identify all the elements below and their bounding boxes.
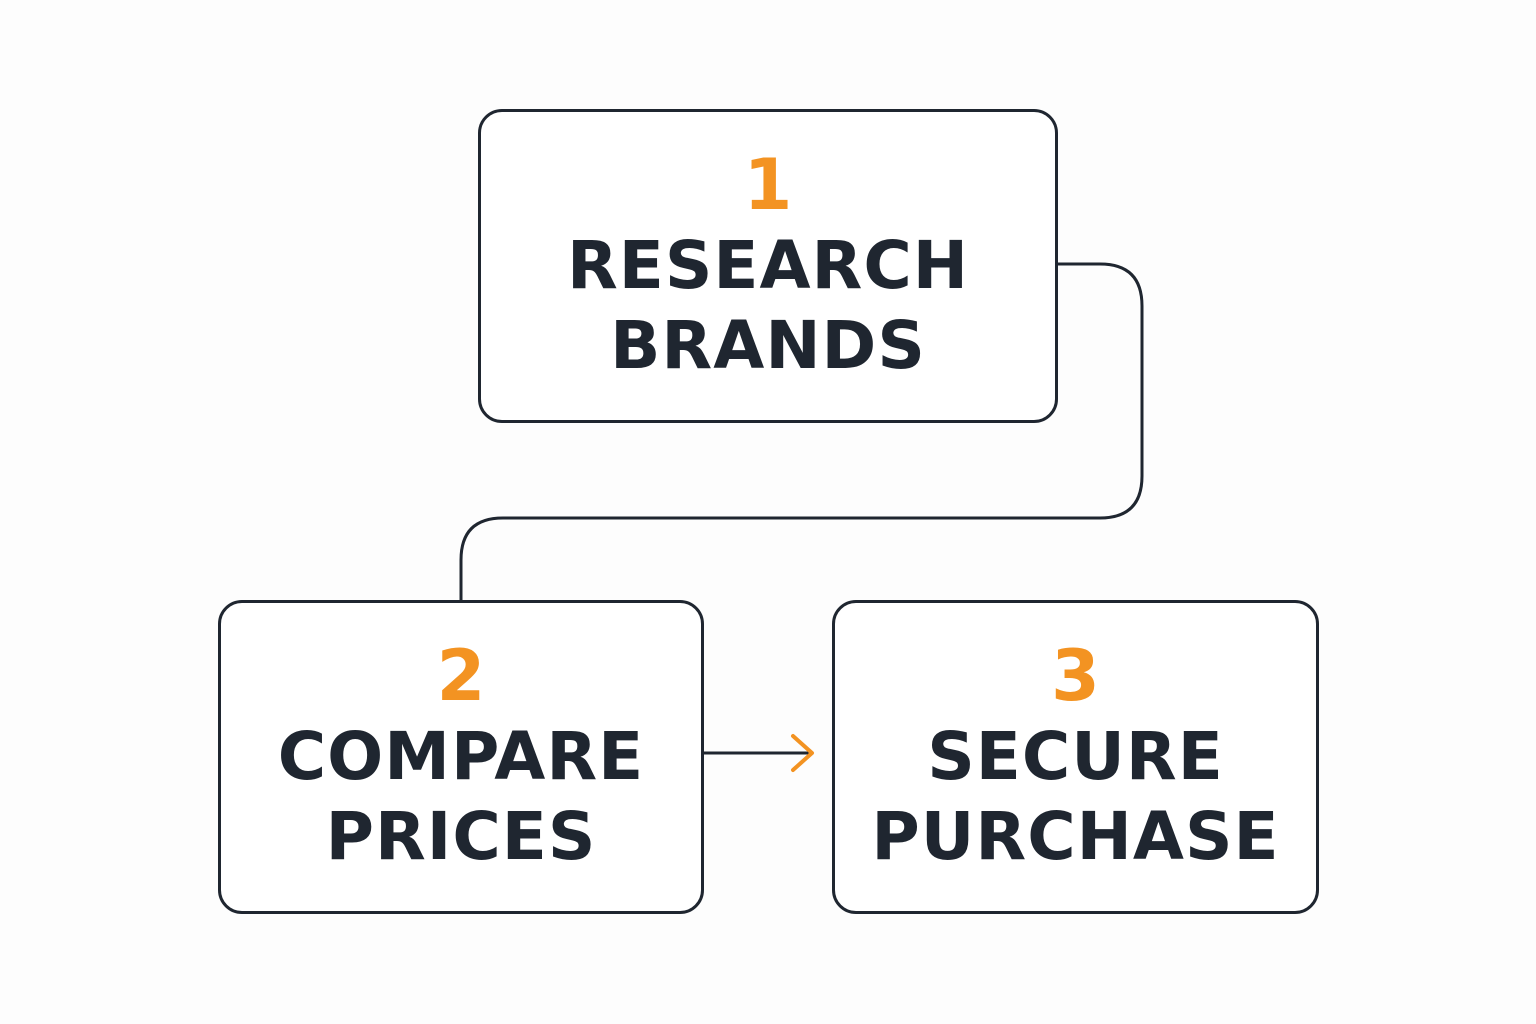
step-1-box: 1 RESEARCH BRANDS — [478, 109, 1058, 423]
step-1-label-line-2: BRANDS — [610, 307, 926, 384]
step-3-label-line-1: SECURE — [927, 718, 1224, 795]
arrowhead-icon — [791, 734, 814, 772]
connector-step-1-to-step-2 — [459, 262, 1144, 600]
step-3-label-line-2: PURCHASE — [871, 798, 1280, 875]
step-2-label-line-2: PRICES — [325, 798, 597, 875]
step-2-label-line-1: COMPARE — [277, 718, 645, 795]
step-1-label-line-1: RESEARCH — [566, 227, 970, 304]
step-3-number: 3 — [1051, 635, 1100, 717]
step-3-box: 3 SECURE PURCHASE — [832, 600, 1319, 914]
step-2-box: 2 COMPARE PRICES — [218, 600, 704, 914]
step-2-number: 2 — [436, 635, 486, 717]
step-1-number: 1 — [743, 144, 793, 226]
